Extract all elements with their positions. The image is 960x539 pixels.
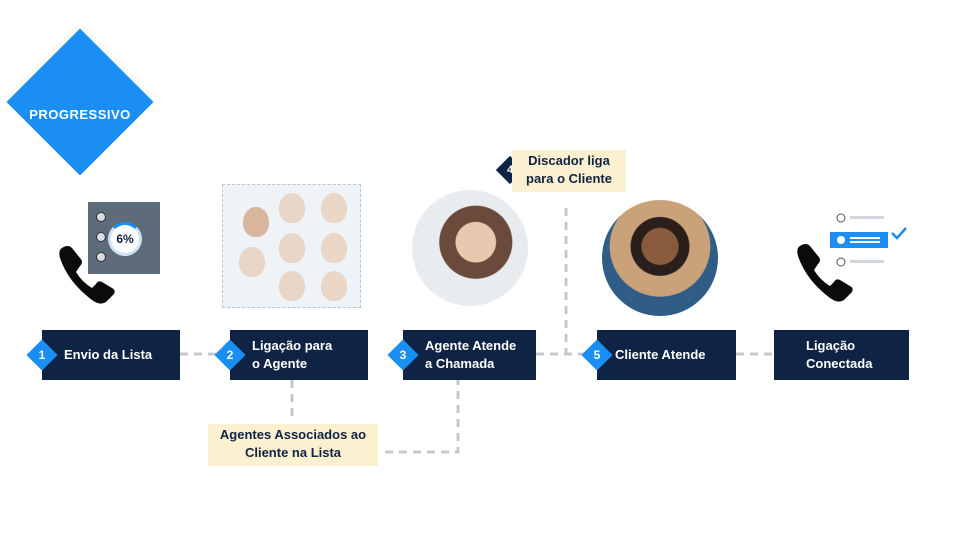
- progress-percent: 6%: [108, 222, 142, 256]
- step-4-note: Discador liga para o Cliente: [512, 150, 626, 192]
- step-3-label: Agente Atende a Chamada: [425, 338, 517, 371]
- step-2-box: 2 Ligação para o Agente: [214, 330, 368, 380]
- step-2-label: Ligação para o Agente: [252, 338, 333, 371]
- step-1-label: Envio da Lista: [64, 347, 153, 362]
- agent-photo: [412, 190, 528, 306]
- agents-note: Agentes Associados ao Cliente na Lista: [208, 424, 378, 466]
- step-1-number: 1: [26, 339, 58, 371]
- step-5-label: Cliente Atende: [615, 347, 706, 362]
- check-icon: [891, 227, 907, 240]
- step-1-box: 1 Envio da Lista: [26, 330, 180, 380]
- final-step-label: Ligação Conectada: [806, 338, 873, 371]
- step-3-box: 3 Agente Atende a Chamada: [387, 330, 536, 380]
- phone-icon: [59, 246, 115, 304]
- mode-badge-label: PROGRESSIVO: [29, 107, 131, 122]
- step-2-number: 2: [214, 339, 246, 371]
- client-photo: [602, 200, 718, 316]
- step-3-number: 3: [387, 339, 419, 371]
- final-step-box: Ligação Conectada: [774, 330, 909, 380]
- step-5-number: 5: [581, 339, 613, 371]
- phone-icon: [797, 244, 853, 302]
- step-5-box: 5 Cliente Atende: [581, 330, 736, 380]
- agents-grid: [222, 184, 361, 308]
- call-checklist: [830, 210, 910, 270]
